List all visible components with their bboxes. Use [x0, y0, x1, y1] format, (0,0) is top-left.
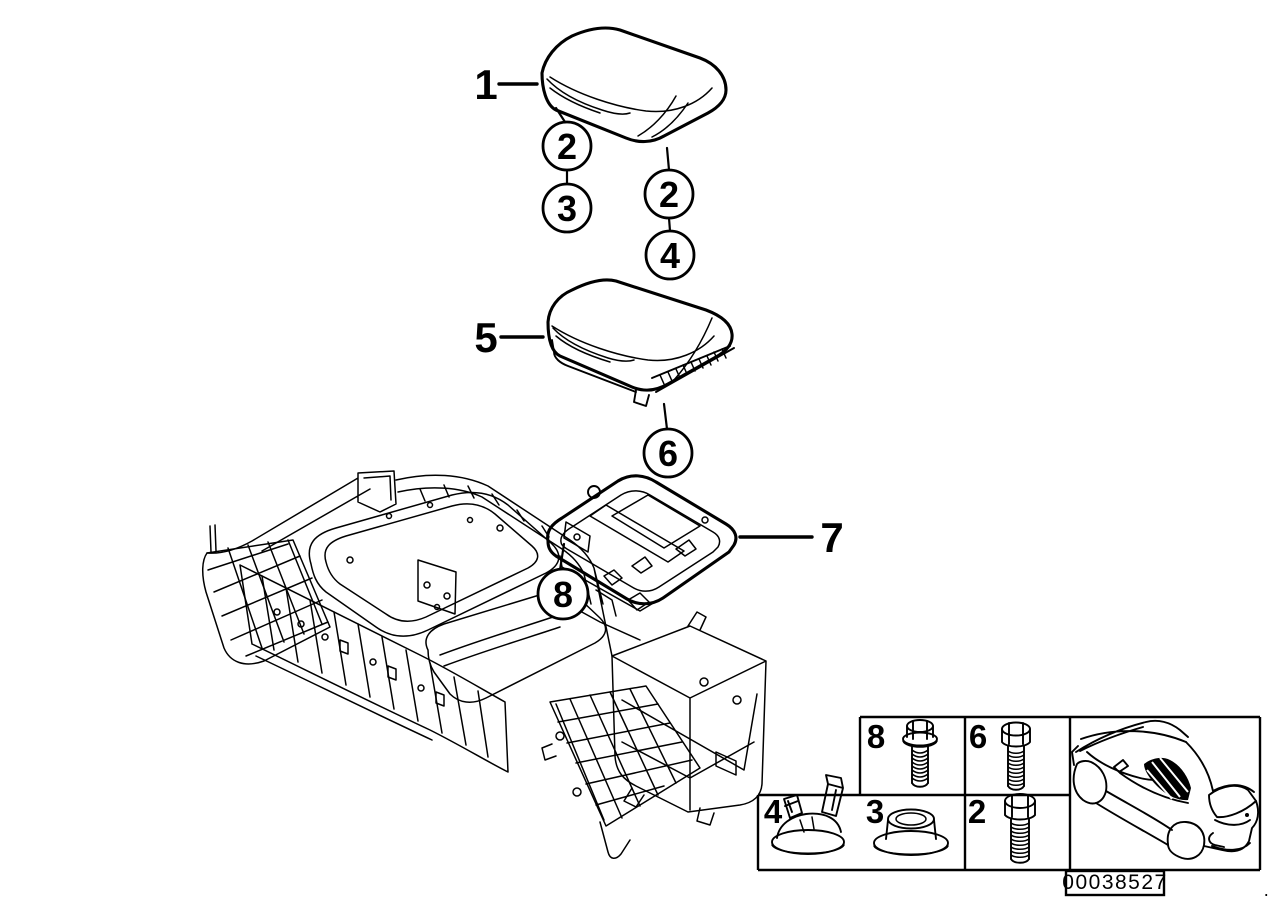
legend-cell-4: 4 [764, 774, 845, 855]
legend-cell-2-label: 2 [968, 793, 986, 830]
lattice-crosshatch [555, 688, 693, 821]
callout-8[interactable]: 8 [536, 567, 590, 621]
callout-circle[interactable] [536, 567, 590, 621]
lid-outline [540, 26, 728, 144]
callout-label: 2 [557, 126, 577, 167]
console-highlight-stripes [1146, 757, 1189, 800]
base-plate-holes [573, 485, 709, 541]
callout-label: 6 [658, 433, 678, 474]
storage-tray [425, 590, 607, 703]
callout-6[interactable]: 6 [642, 427, 694, 479]
legend-cell-3-label: 3 [866, 793, 884, 830]
console-rails [206, 470, 613, 657]
callout-label: 3 [557, 188, 577, 229]
callout-2-upper[interactable]: 2 [541, 120, 593, 172]
base-plate-inner-rim [560, 490, 721, 592]
callout-label: 2 [659, 174, 679, 215]
part-label-1-text[interactable]: 1 [474, 61, 497, 108]
callout-circle[interactable] [642, 427, 694, 479]
legend-cell-8: 8 [867, 718, 938, 788]
part-label-1[interactable]: 1 [474, 61, 497, 108]
base-plate-mechanism [559, 494, 701, 612]
trough-bracket [417, 559, 457, 615]
part-label-5-text[interactable]: 5 [474, 314, 497, 361]
rear-box [611, 611, 767, 826]
base-plate-outline [546, 474, 738, 606]
callout-circle[interactable] [541, 182, 593, 234]
callout-4[interactable]: 4 [644, 229, 696, 281]
legend-cell-3: 3 [866, 793, 949, 856]
console-highlight-area [1144, 757, 1191, 801]
callout-label: 8 [553, 574, 573, 615]
legend-cell-8-label: 8 [867, 718, 885, 755]
armrest-base-plate-drawing [546, 474, 738, 612]
retainer-clip-icon [771, 774, 845, 855]
car-badge-dot [1245, 813, 1249, 817]
lid-seams [546, 76, 713, 138]
lattice-outline [541, 685, 701, 859]
callout-circle[interactable] [643, 168, 695, 220]
legend-cell-4-label: 4 [764, 793, 783, 830]
console-carrier-drawing [202, 470, 767, 859]
latch-brackets [559, 569, 650, 641]
callout-2-lower[interactable]: 2 [643, 168, 695, 220]
diagram-number-frame [1064, 869, 1166, 897]
side-wall-slots [339, 639, 445, 707]
console-screw-holes [273, 501, 742, 797]
hex-bolt-icon [1001, 721, 1031, 791]
callout-circle[interactable] [541, 120, 593, 172]
car-rear-three-quarter-icon [1071, 719, 1260, 860]
grommet-icon [873, 808, 949, 856]
rail-rib-ticks [419, 484, 550, 538]
part-label-5[interactable]: 5 [474, 314, 497, 361]
flanged-hex-bolt-icon [902, 719, 938, 788]
hex-bolt-long-icon [1004, 793, 1036, 864]
left-wing-outline [202, 524, 331, 665]
callout-leader-lines [554, 106, 672, 572]
hinge-strip-ticks [659, 348, 727, 385]
legend-cell-2: 2 [968, 793, 1036, 864]
trailing-dot: . [1264, 880, 1271, 900]
callout-3[interactable]: 3 [541, 182, 593, 234]
part-label-7[interactable]: 7 [820, 514, 843, 561]
side-wall-edges [239, 564, 509, 773]
part-label-leader-lines [497, 82, 814, 539]
diagram-number-text: 00038527 [1062, 871, 1167, 894]
diagram-number-box: 00038527 [1062, 869, 1167, 897]
legend-cell-6-label: 6 [969, 718, 987, 755]
cushion-outline [546, 278, 734, 392]
legend-cell-6: 6 [969, 718, 1031, 791]
legend-table: 8 6 4 [756, 715, 1262, 872]
callout-label: 4 [660, 235, 680, 276]
part-label-7-text[interactable]: 7 [820, 514, 843, 561]
armrest-cushion-drawing [546, 278, 735, 407]
armrest-lid-drawing [540, 26, 728, 144]
callout-circle[interactable] [644, 229, 696, 281]
legend-grid-lines [756, 715, 1262, 872]
legend-vehicle-cell [1071, 719, 1260, 860]
cushion-seams [551, 317, 715, 381]
